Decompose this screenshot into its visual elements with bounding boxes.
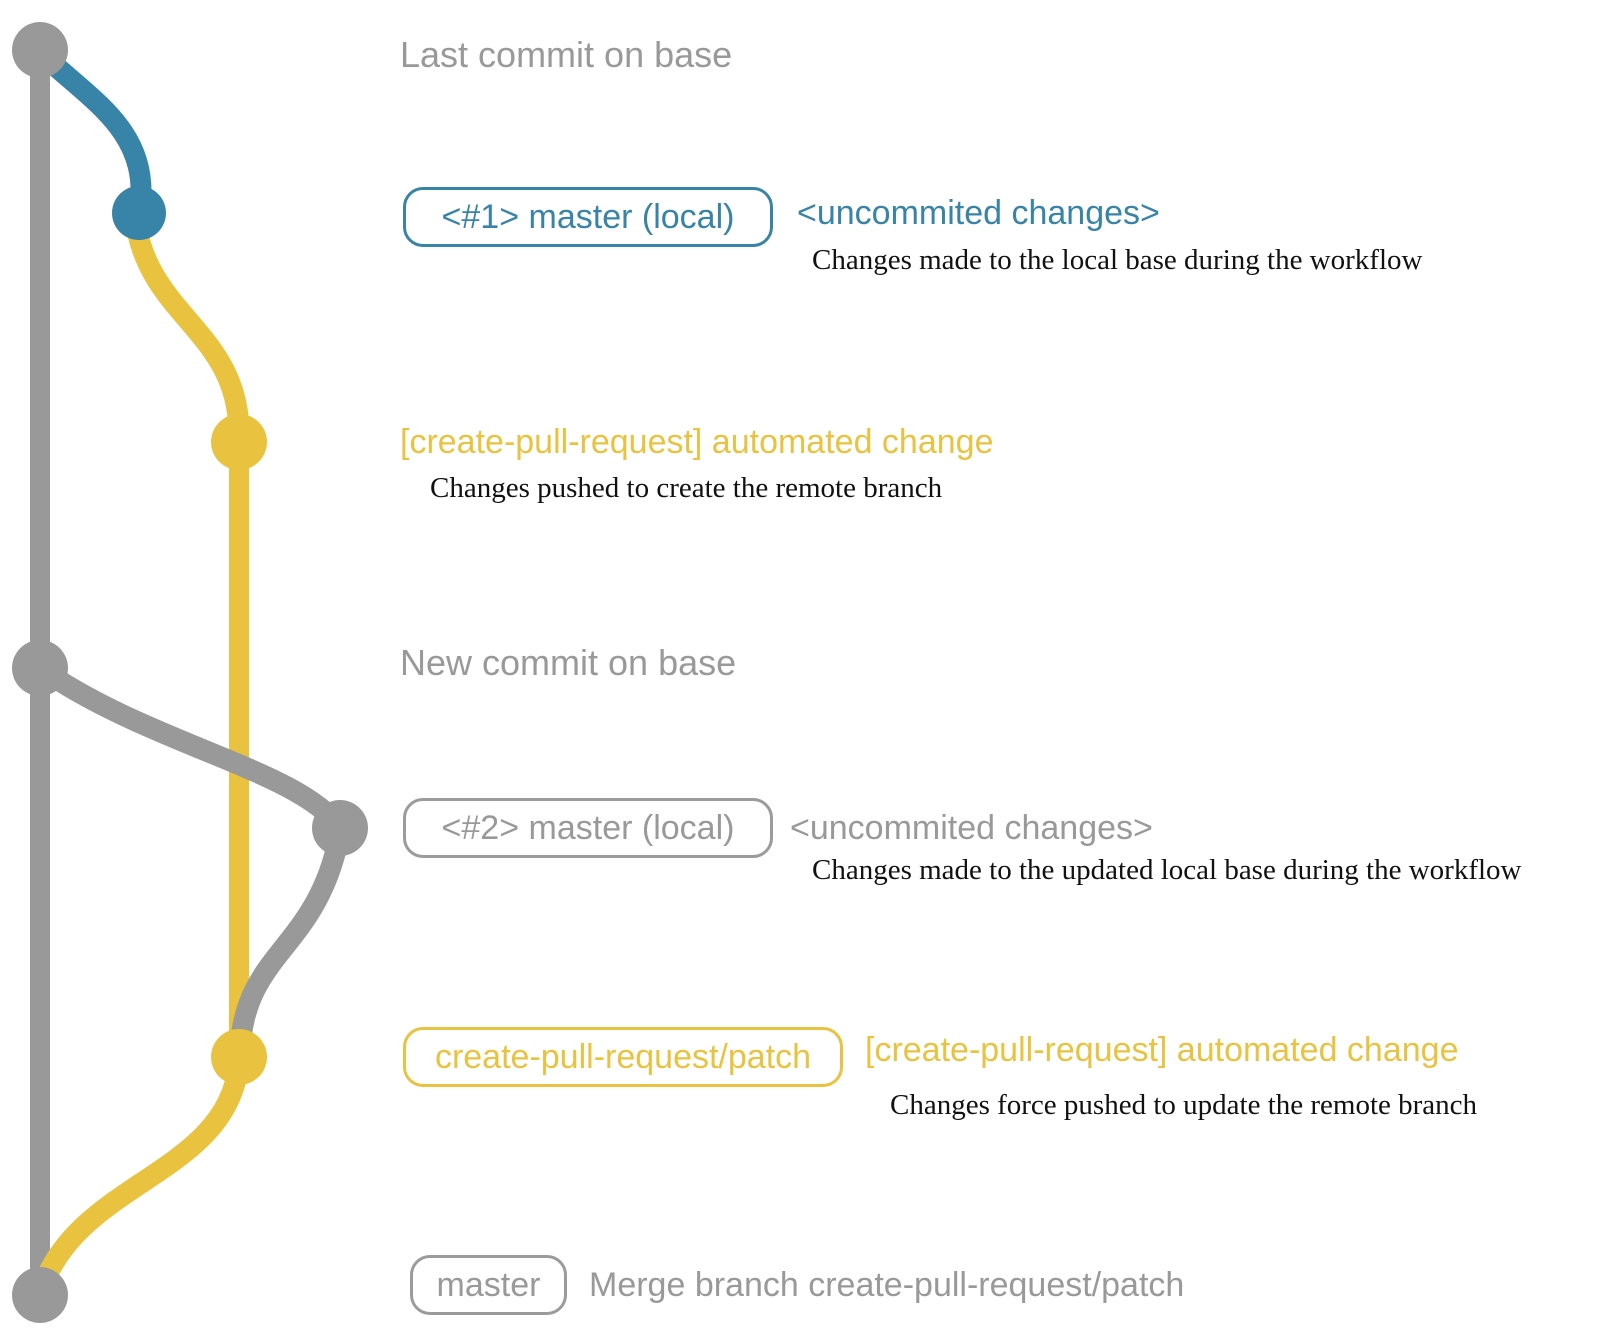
- local1-to-patch-curve: [126, 219, 250, 451]
- branch-badge-master: master: [410, 1255, 567, 1315]
- commit-dot-patch2: [211, 1029, 267, 1085]
- local2-commit-description: Changes made to the updated local base d…: [812, 854, 1522, 886]
- commit-dot-local2: [312, 800, 368, 856]
- branch-badge-patch-label: create-pull-request/patch: [434, 1037, 812, 1076]
- patch1-commit-description: Changes pushed to create the remote bran…: [430, 472, 943, 504]
- patch2-commit-message: [create-pull-request] automated change: [865, 1031, 1459, 1069]
- merge-commit-message: Merge branch create-pull-request/patch: [589, 1266, 1185, 1304]
- branch-badge-patch: create-pull-request/patch: [403, 1027, 843, 1087]
- commit-dot-local1: [112, 186, 166, 240]
- new-commit-heading: New commit on base: [400, 642, 737, 683]
- local2-commit-message: <uncommited changes>: [790, 809, 1153, 847]
- base-to-local1-curve: [29, 41, 152, 219]
- local1-commit-message: <uncommited changes>: [797, 194, 1160, 232]
- last-commit-heading: Last commit on base: [400, 34, 733, 75]
- branch-badge-master-local-1-label: <#1> master (local): [441, 197, 735, 236]
- branch-badge-master-local-2: <#2> master (local): [403, 798, 773, 858]
- patch1-commit-message: [create-pull-request] automated change: [400, 423, 994, 461]
- base-to-local2-curve: [29, 657, 351, 839]
- local1-commit-description: Changes made to the local base during th…: [812, 244, 1423, 276]
- local2-to-patch-curve: [229, 821, 351, 1061]
- commit-dot-merge: [12, 1267, 68, 1323]
- patch-to-master-merge-curve: [31, 1051, 250, 1299]
- commit-dot-last-base: [12, 22, 68, 78]
- patch2-commit-description: Changes force pushed to update the remot…: [890, 1089, 1478, 1121]
- commit-dot-patch1: [211, 414, 267, 470]
- branch-badge-master-label: master: [436, 1265, 541, 1304]
- branch-badge-master-local-1: <#1> master (local): [403, 187, 773, 247]
- commit-dot-new-base: [12, 640, 68, 696]
- branch-badge-master-local-2-label: <#2> master (local): [441, 808, 735, 847]
